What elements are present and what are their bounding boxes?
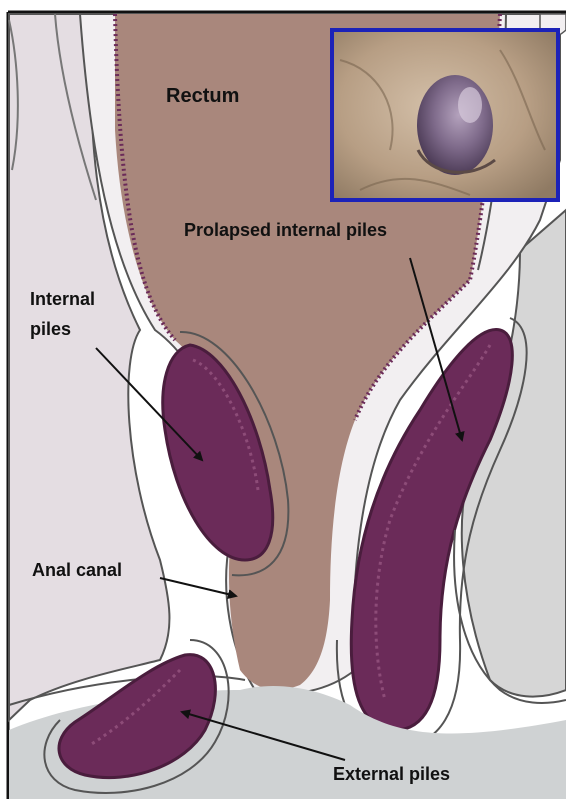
label-prolapsed-internal-piles: Prolapsed internal piles bbox=[184, 220, 387, 240]
photo-inset bbox=[332, 30, 558, 200]
photo-lump bbox=[417, 75, 493, 175]
label-internal-line1: Internal bbox=[30, 289, 95, 309]
label-internal-line2: piles bbox=[30, 319, 71, 339]
photo-lump-highlight bbox=[458, 87, 482, 123]
label-anal-canal: Anal canal bbox=[32, 560, 122, 580]
label-external-piles: External piles bbox=[333, 764, 450, 784]
label-rectum: Rectum bbox=[166, 85, 239, 107]
